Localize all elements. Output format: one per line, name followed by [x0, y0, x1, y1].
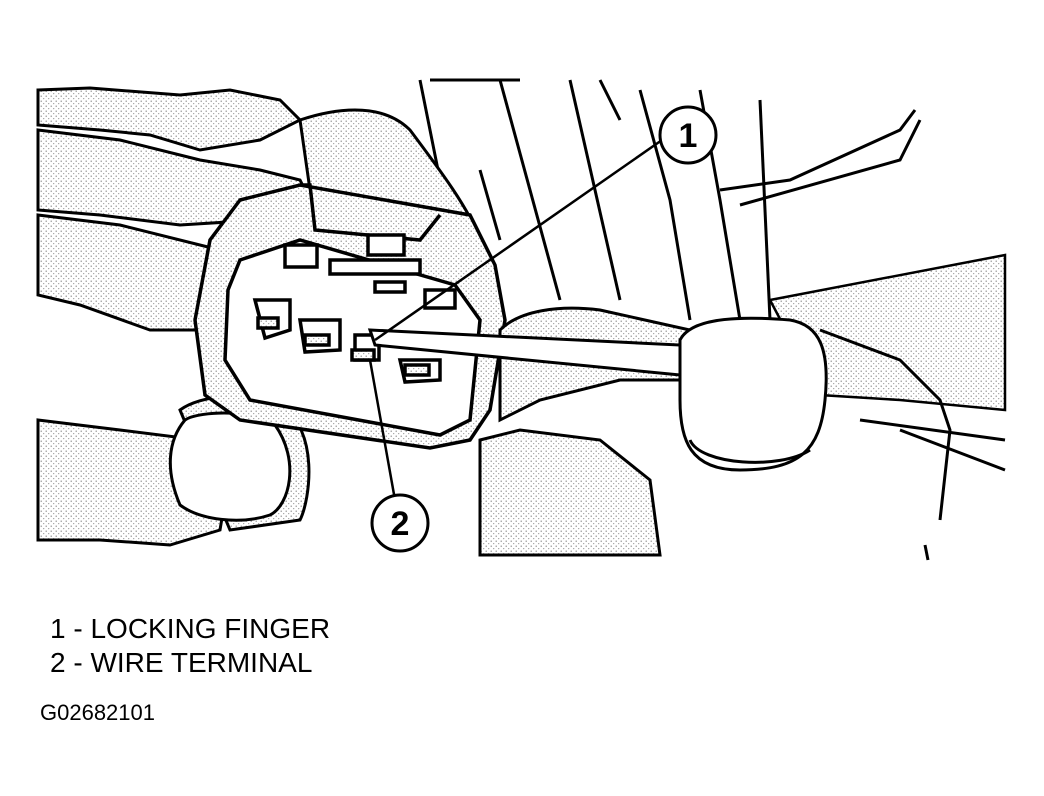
legend-item-wire-terminal: 2 - WIRE TERMINAL: [50, 646, 330, 680]
left-hand: [36, 86, 483, 547]
callout-2: 2: [370, 493, 430, 553]
legend-number: 2: [50, 647, 66, 678]
connector-diagram: 1 2: [36, 78, 1007, 561]
callout-1: 1: [658, 105, 718, 165]
legend: 1 - LOCKING FINGER 2 - WIRE TERMINAL: [50, 612, 330, 680]
figure-id: G02682101: [40, 700, 155, 725]
callout-1-number: 1: [679, 117, 698, 155]
leader-locking-finger: [374, 138, 663, 342]
right-hand: [367, 306, 952, 561]
legend-item-locking-finger: 1 - LOCKING FINGER: [50, 612, 330, 646]
legend-label: LOCKING FINGER: [90, 613, 331, 644]
legend-separator: -: [73, 613, 83, 644]
connector-housing: [193, 183, 507, 450]
legend-label: WIRE TERMINAL: [90, 647, 313, 678]
callout-2-number: 2: [391, 505, 410, 543]
legend-separator: -: [73, 647, 83, 678]
wire-harness: [418, 78, 1006, 472]
callout-leaders: [368, 138, 663, 501]
leader-wire-terminal: [368, 359, 397, 501]
legend-number: 1: [50, 613, 66, 644]
